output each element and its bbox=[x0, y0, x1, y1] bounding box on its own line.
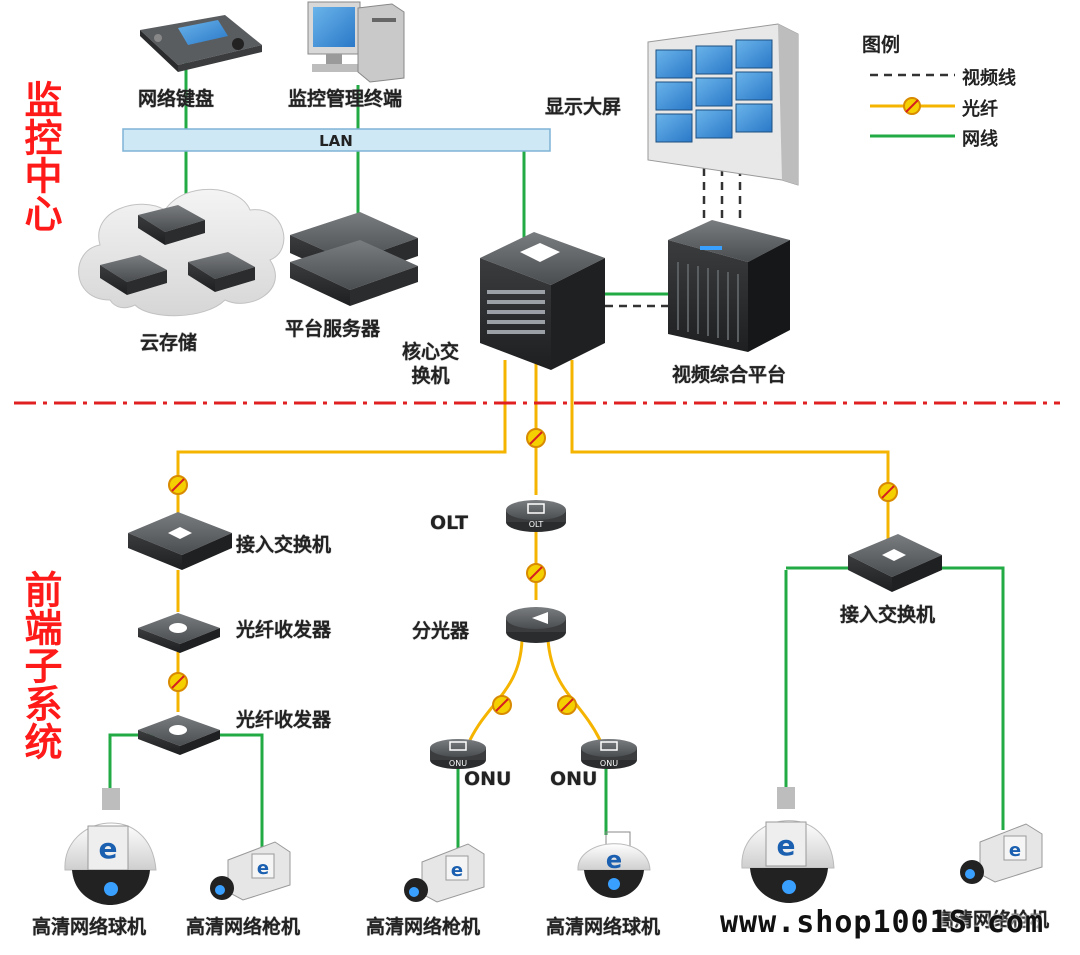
label-onu-2: ONU bbox=[550, 768, 598, 790]
label-platform-server: 平台服务器 bbox=[285, 318, 381, 340]
label-box-camera-3: 高清网络枪机 bbox=[935, 909, 1050, 931]
olt-device-text: OLT bbox=[529, 520, 544, 529]
label-video-wall: 显示大屏 bbox=[545, 96, 622, 118]
box-camera-3-icon: e bbox=[960, 823, 1043, 884]
label-dome-camera-1: 高清网络球机 bbox=[32, 916, 147, 938]
fiber-transceiver-1-icon bbox=[138, 613, 220, 653]
section-title-monitoring-center: 监控中心 bbox=[18, 80, 62, 232]
box-camera-1-icon: e bbox=[210, 841, 291, 901]
splitter-icon bbox=[506, 607, 566, 643]
video-links bbox=[605, 168, 742, 308]
svg-text:e: e bbox=[451, 860, 463, 881]
network-links bbox=[108, 60, 1005, 852]
label-onu-1: ONU bbox=[464, 768, 512, 790]
access-switch-right-icon bbox=[848, 534, 942, 592]
label-transceiver-2: 光纤收发器 bbox=[236, 709, 332, 731]
svg-text:e: e bbox=[1009, 840, 1021, 861]
section-title-front-end: 前端子系统 bbox=[18, 570, 62, 760]
access-switch-left-icon bbox=[128, 512, 232, 570]
label-transceiver-1: 光纤收发器 bbox=[236, 619, 332, 641]
core-switch-icon bbox=[480, 232, 605, 370]
label-core-switch: 核心交换机 bbox=[401, 341, 459, 387]
label-access-switch-right: 接入交换机 bbox=[840, 604, 936, 626]
legend-title: 图例 bbox=[862, 34, 901, 56]
onu-2-device-text: ONU bbox=[600, 759, 618, 768]
label-box-camera-1: 高清网络枪机 bbox=[186, 916, 301, 938]
label-box-camera-2: 高清网络枪机 bbox=[366, 916, 481, 938]
dome-camera-2-icon: e bbox=[577, 831, 651, 898]
lan-label: LAN bbox=[319, 132, 353, 150]
legend-video: 视频线 bbox=[962, 68, 1016, 89]
onu-1-icon: ONU bbox=[430, 739, 486, 769]
cloud-storage-icon bbox=[78, 188, 285, 317]
box-camera-2-icon: e bbox=[404, 843, 485, 903]
olt-icon: OLT bbox=[506, 500, 566, 532]
fiber-connectors bbox=[168, 428, 898, 715]
label-access-switch-left: 接入交换机 bbox=[236, 534, 332, 556]
computer-icon bbox=[307, 1, 405, 83]
dome-camera-3-icon: e bbox=[741, 787, 835, 903]
onu-2-icon: ONU bbox=[581, 739, 637, 769]
decode-platform-icon bbox=[668, 220, 790, 352]
svg-text:e: e bbox=[99, 832, 118, 865]
label-cloud-storage: 云存储 bbox=[140, 332, 198, 354]
watermark-text: www.shop1001S.com bbox=[720, 905, 1045, 940]
svg-text:e: e bbox=[257, 858, 269, 879]
label-dome-camera-2: 高清网络球机 bbox=[546, 916, 661, 938]
legend-symbols bbox=[870, 73, 955, 138]
label-decode-platform: 视频综合平台 bbox=[672, 364, 787, 386]
svg-text:e: e bbox=[606, 846, 622, 874]
label-splitter: 分光器 bbox=[412, 620, 470, 642]
label-olt: OLT bbox=[430, 512, 469, 534]
fiber-transceiver-2-icon bbox=[138, 715, 220, 755]
onu-1-device-text: ONU bbox=[449, 759, 467, 768]
lan-bar: LAN bbox=[122, 128, 551, 152]
label-keyboard: 网络键盘 bbox=[138, 88, 215, 110]
svg-text:e: e bbox=[777, 829, 796, 862]
label-mgmt-terminal: 监控管理终端 bbox=[288, 88, 403, 110]
dome-camera-1-icon: e bbox=[64, 788, 157, 905]
keyboard-icon bbox=[140, 15, 262, 72]
legend-network: 网线 bbox=[962, 129, 998, 150]
server-icon bbox=[290, 212, 418, 306]
legend-fiber: 光纤 bbox=[962, 99, 998, 120]
video-wall-icon bbox=[647, 23, 799, 186]
